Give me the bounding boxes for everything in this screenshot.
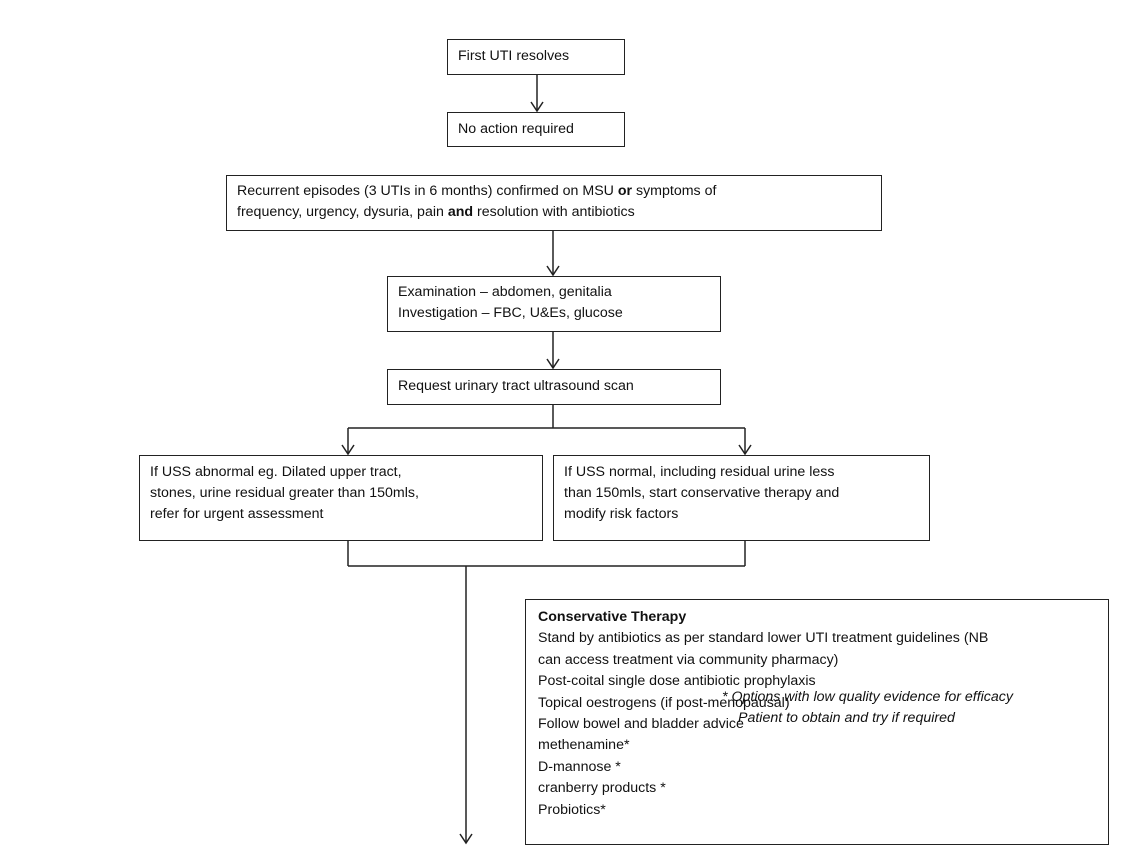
arrowhead-3 — [546, 358, 560, 370]
arrowhead-down — [459, 833, 473, 845]
normal-line-2: than 150mls, start conservative therapy … — [564, 485, 840, 501]
conservative-therapy-title: Conservative Therapy — [538, 609, 687, 625]
conservative-therapy-box: Conservative Therapy Stand by antibiotic… — [525, 599, 1109, 845]
recurrent-line-2b: resolution with antibiotics — [473, 204, 635, 220]
abnormal-line-2: stones, urine residual greater than 150m… — [150, 485, 419, 501]
recurrent-line-1b: symptoms of — [632, 183, 717, 199]
evidence-note: * Options with low quality evidence for … — [722, 689, 1013, 705]
therapy-item: Follow bowel and bladder advice — [538, 716, 744, 733]
arrowhead-1 — [530, 101, 544, 113]
recurrent-line-2a: frequency, urgency, dysuria, pain — [237, 204, 448, 220]
therapy-item: D-mannose * — [538, 758, 621, 775]
therapy-item: cranberry products * — [538, 780, 666, 797]
no-action-box: No action required — [447, 112, 625, 147]
recurrent-and: and — [447, 204, 474, 220]
therapy-item: Stand by antibiotics as per standard low… — [538, 630, 989, 647]
therapy-item: can access treatment via community pharm… — [538, 651, 839, 668]
arrowhead-2 — [546, 265, 560, 277]
ultrasound-box: Request urinary tract ultrasound scan — [387, 369, 721, 405]
patient-note: Patient to obtain and try if required — [738, 710, 955, 726]
arrowhead-right — [738, 444, 752, 456]
abnormal-line-1: If USS abnormal eg. Dilated upper tract, — [150, 464, 402, 480]
uss-abnormal-box: If USS abnormal eg. Dilated upper tract,… — [139, 455, 543, 541]
no-action-text: No action required — [458, 121, 574, 137]
arrowhead-left — [341, 444, 355, 456]
examination-box: Examination – abdomen, genitalia Investi… — [387, 276, 721, 332]
recurrent-or: or — [617, 183, 633, 199]
normal-line-3: modify risk factors — [564, 506, 679, 522]
therapy-item: Post-coital single dose antibiotic proph… — [538, 673, 816, 690]
ultrasound-text: Request urinary tract ultrasound scan — [398, 378, 634, 394]
recurrent-line-2: frequency, urgency, dysuria, pain and re… — [237, 202, 871, 223]
therapy-item: methenamine* — [538, 737, 630, 754]
investigation-line: Investigation – FBC, U&Es, glucose — [398, 305, 623, 321]
normal-line-1: If USS normal, including residual urine … — [564, 464, 835, 480]
abnormal-line-3: refer for urgent assessment — [150, 506, 324, 522]
examination-line: Examination – abdomen, genitalia — [398, 284, 612, 300]
uss-normal-box: If USS normal, including residual urine … — [553, 455, 930, 541]
therapy-item: Topical oestrogens (if post-menopausal) — [538, 694, 790, 711]
first-uti-box: First UTI resolves — [447, 39, 625, 75]
recurrent-episodes-box: Recurrent episodes (3 UTIs in 6 months) … — [226, 175, 882, 231]
therapy-item: Probiotics* — [538, 801, 606, 818]
recurrent-line-1: Recurrent episodes (3 UTIs in 6 months) … — [237, 181, 871, 202]
first-uti-text: First UTI resolves — [458, 48, 570, 64]
recurrent-line-1a: Recurrent episodes (3 UTIs in 6 months) … — [237, 183, 618, 199]
